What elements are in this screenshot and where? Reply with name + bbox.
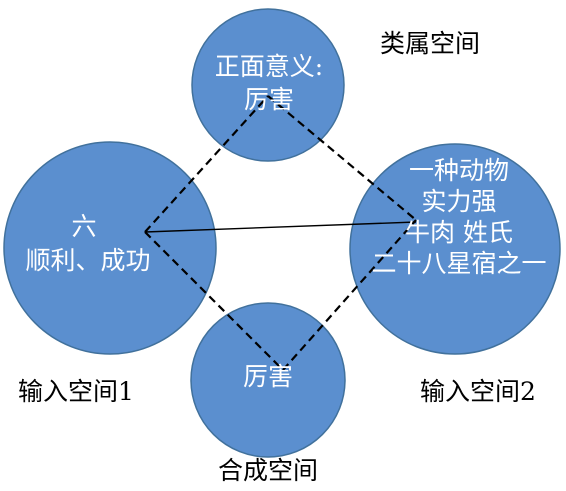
generic-line-2: 厉害 — [243, 85, 294, 114]
generic-space-text: 正面意义: 厉害 — [198, 54, 340, 112]
input1-space-label: 输入空间1 — [18, 377, 134, 406]
connector-input1-blend — [144, 231, 284, 371]
input2-line-1: 一种动物 — [408, 156, 509, 185]
connector-generic-input2 — [267, 95, 417, 221]
blend-line-1: 厉害 — [242, 362, 293, 391]
input1-space-text: 六 顺利、成功 — [8, 214, 168, 273]
blend-space-label: 合成空间 — [218, 456, 319, 485]
blend-space-circle — [190, 302, 346, 458]
input2-space-circle — [349, 143, 561, 355]
generic-line-1: 正面意义: — [214, 52, 324, 81]
generic-space-circle — [191, 8, 345, 162]
connector-input1-generic — [144, 95, 269, 233]
input2-space-label: 输入空间2 — [420, 377, 536, 406]
input2-space-text: 一种动物 实力强 牛肉 姓氏 二十八星宿之一 — [360, 158, 558, 276]
blend-space-text: 厉害 — [218, 364, 318, 389]
input2-line-3: 牛肉 姓氏 — [405, 218, 513, 247]
input2-line-2: 实力强 — [421, 187, 497, 216]
connector-blend-input2 — [282, 219, 417, 371]
input2-line-4: 二十八星宿之一 — [371, 249, 547, 278]
input1-line-2: 顺利、成功 — [25, 246, 151, 275]
generic-space-label: 类属空间 — [380, 29, 481, 58]
input1-line-1: 六 — [71, 212, 97, 241]
connector-input1-input2 — [144, 221, 417, 233]
input1-space-circle — [3, 141, 217, 355]
